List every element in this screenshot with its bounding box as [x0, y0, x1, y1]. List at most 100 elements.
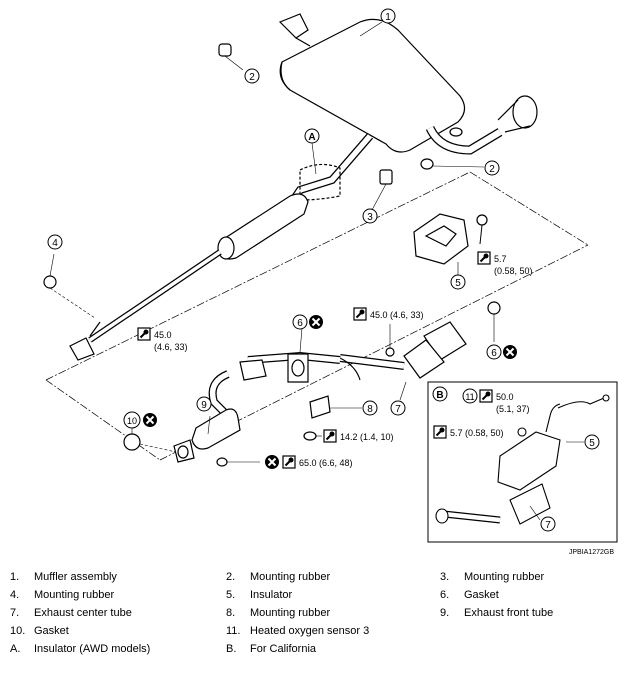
callout-2-right-label: 2 — [489, 164, 495, 175]
torque-spec-center-tube-line1: 45.0 — [154, 330, 172, 340]
callout-2-top-label: 2 — [249, 72, 255, 83]
callout-2-right: 2 — [484, 160, 500, 176]
callout-5-inset: 5 — [584, 434, 600, 450]
legend-item: 8. Mounting rubber — [226, 606, 330, 620]
gasket-6-right — [487, 301, 501, 315]
legend-label: Gasket — [464, 589, 499, 601]
callout-8-label: 8 — [367, 404, 373, 415]
mounting-rubber-8 — [309, 395, 331, 419]
legend-item: 10. Gasket — [10, 624, 69, 638]
callout-7: 7 — [390, 400, 406, 416]
legend-num: 5. — [226, 589, 236, 601]
torque-spec-center-tube-line2: (4.6, 33) — [154, 342, 188, 352]
callout-7-inset-label: 7 — [545, 520, 551, 531]
torque-spec-inset-sensor: 5.7 (0.58, 50) — [433, 425, 504, 439]
exhaust-system-diagram: 1 2 2 A 3 4 5 6 6 7 8 — [43, 8, 618, 556]
legend-num: 11. — [226, 625, 241, 637]
legend-label: Exhaust center tube — [34, 607, 132, 619]
inset-sensor-bolt — [517, 427, 527, 437]
torque-spec-center-tube: 45.0 (4.6, 33) — [137, 327, 188, 352]
callout-5-label: 5 — [455, 278, 461, 289]
torque-spec-upper-nut: 45.0 (4.6, 33) — [353, 307, 424, 321]
nut-65 — [216, 457, 228, 467]
legend-label: Gasket — [34, 625, 69, 637]
parts-legend: 1.Muffler assembly 2.Mounting rubber 3.M… — [0, 566, 626, 676]
torque-spec-inset-sensor-text: 5.7 (0.58, 50) — [450, 428, 504, 438]
legend-item: 1. Muffler assembly — [10, 570, 117, 584]
callout-11: 11 — [462, 388, 478, 404]
callout-B: B — [432, 386, 448, 402]
legend-item: B.For California — [226, 642, 316, 656]
legend-label: Mounting rubber — [250, 607, 331, 619]
torque-spec-mounting: 14.2 (1.4, 10) — [323, 429, 394, 443]
ground-plane-outline — [45, 171, 589, 461]
legend-num: 7. — [10, 607, 20, 619]
legend-num: 8. — [226, 607, 236, 619]
legend-label: Mounting rubber — [34, 589, 115, 601]
callout-6-left: 6 — [292, 314, 324, 330]
callout-10: 10 — [123, 411, 158, 429]
legend-item: 4. Mounting rubber — [10, 588, 114, 602]
legend-num: 3. — [440, 571, 450, 583]
legend-item: 11. Heated oxygen sensor 3 — [226, 624, 369, 638]
legend-num: B. — [226, 643, 237, 655]
legend-num: 4. — [10, 589, 20, 601]
torque-spec-upper-nut-text: 45.0 (4.6, 33) — [370, 310, 424, 320]
gasket-10 — [123, 433, 141, 451]
insulator-5 — [413, 213, 469, 265]
legend-label: Heated oxygen sensor 3 — [250, 625, 370, 637]
callout-7-inset: 7 — [540, 516, 556, 532]
legend-num: 6. — [440, 589, 450, 601]
diagram-code: JPBIA1272GB — [569, 549, 614, 556]
torque-spec-mounting-text: 14.2 (1.4, 10) — [340, 432, 394, 442]
callout-2-top: 2 — [244, 68, 260, 84]
legend-item: 6. Gasket — [440, 588, 499, 602]
mounting-rubber-3 — [379, 169, 393, 185]
mounting-rubber-2-top — [218, 43, 232, 57]
legend-item: 5. Insulator — [226, 588, 292, 602]
exhaust-center-tube — [69, 133, 374, 361]
legend-item: 3. Mounting rubber — [440, 570, 544, 584]
callout-7-label: 7 — [395, 404, 401, 415]
torque-spec-sensor-3-line2: (5.1, 37) — [496, 404, 530, 414]
legend-item: 2.Mounting rubber — [226, 570, 330, 584]
callout-11-label: 11 — [465, 392, 474, 402]
callout-3-label: 3 — [367, 212, 373, 223]
callout-5: 5 — [450, 274, 466, 290]
callout-9-label: 9 — [201, 400, 207, 411]
callout-A-label: A — [308, 132, 315, 143]
legend-num: 1. — [10, 571, 20, 583]
legend-num: 10. — [10, 625, 26, 637]
callout-1: 1 — [359, 8, 396, 37]
callout-4-label: 4 — [52, 238, 58, 249]
legend-label: Insulator — [250, 589, 293, 601]
legend-item: A. Insulator (AWD models) — [10, 642, 150, 656]
callout-1-label: 1 — [385, 12, 391, 23]
legend-label: Insulator (AWD models) — [34, 643, 151, 655]
torque-spec-sensor-3: 50.0 (5.1, 37) — [479, 389, 530, 414]
torque-spec-front-tube: 65.0 (6.6, 48) — [264, 454, 353, 470]
torque-spec-front-tube-text: 65.0 (6.6, 48) — [299, 458, 353, 468]
callout-6-right: 6 — [486, 344, 518, 360]
legend-num: A. — [10, 643, 21, 655]
callout-8: 8 — [362, 400, 378, 416]
callout-6-left-label: 6 — [297, 318, 303, 329]
callout-10-label: 10 — [127, 416, 137, 426]
callout-6-right-label: 6 — [491, 348, 497, 359]
legend-item: 9. Exhaust front tube — [440, 606, 553, 620]
callout-5-inset-label: 5 — [589, 438, 595, 449]
legend-num: 2. — [226, 571, 236, 583]
inset-california-parts — [435, 394, 610, 525]
torque-spec-sensor-line2: (0.58, 50) — [494, 266, 533, 276]
exhaust-front-assembly — [173, 321, 467, 463]
oxygen-sensor-bolt — [476, 214, 488, 226]
legend-label: Exhaust front tube — [464, 607, 554, 619]
callout-B-label: B — [436, 390, 443, 401]
legend-label: Mounting rubber — [464, 571, 545, 583]
legend-label: Muffler assembly — [34, 571, 117, 583]
callout-9: 9 — [196, 396, 212, 412]
callout-4: 4 — [47, 234, 63, 250]
legend-num: 9. — [440, 607, 450, 619]
legend-item: 7. Exhaust center tube — [10, 606, 132, 620]
torque-spec-sensor-line1: 5.7 — [494, 254, 507, 264]
